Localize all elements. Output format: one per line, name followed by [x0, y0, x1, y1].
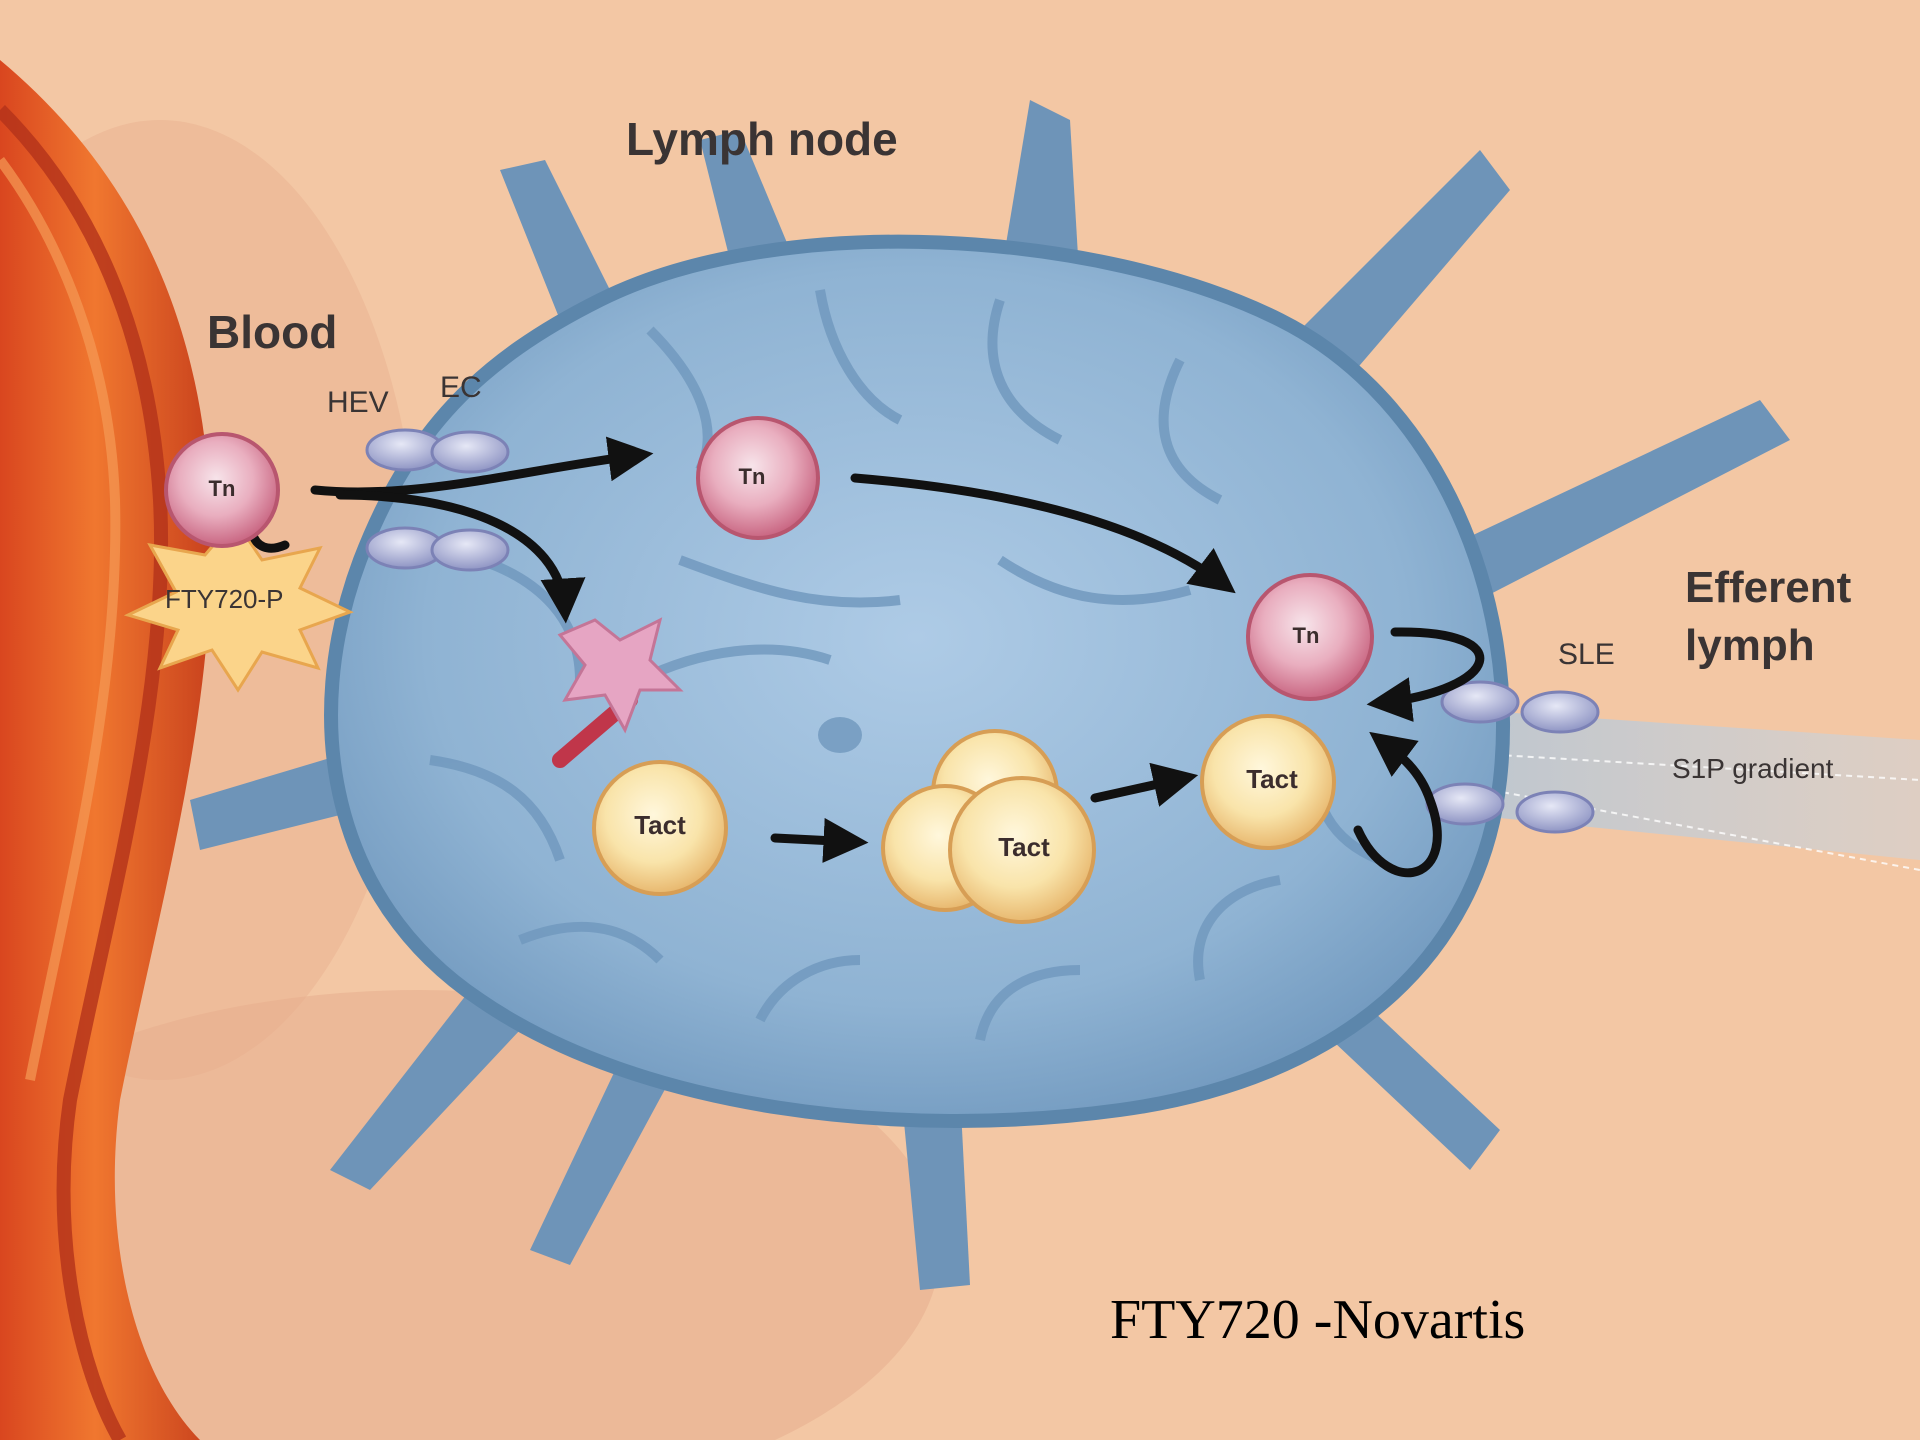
label-ec: EC: [440, 371, 482, 404]
label-efferent-line1: Efferent: [1685, 563, 1852, 612]
tact-left-label: Tact: [634, 810, 686, 840]
label-hev: HEV: [327, 386, 389, 419]
label-blood: Blood: [207, 306, 337, 358]
tn-exit-label: Tn: [1293, 623, 1320, 648]
label-fty720p: FTY720-P: [165, 584, 284, 614]
tact-left-cell: Tact: [594, 762, 726, 894]
label-lymph-node: Lymph node: [626, 113, 898, 165]
label-s1p-gradient: S1P gradient: [1672, 753, 1834, 784]
tact-exit-label: Tact: [1246, 764, 1298, 794]
caption-fty720-novartis: FTY720 -Novartis: [1110, 1289, 1525, 1351]
tact-cluster-label: Tact: [998, 832, 1050, 862]
tact-exit-cell: Tact: [1202, 716, 1334, 848]
tn-exit-cell: Tn: [1248, 575, 1372, 699]
tn-blood-cell: Tn: [166, 434, 278, 546]
tn-node-label: Tn: [739, 464, 766, 489]
label-efferent-line2: lymph: [1685, 621, 1815, 670]
label-sle: SLE: [1558, 638, 1615, 671]
tn-node-cell: Tn: [698, 418, 818, 538]
tn-blood-label: Tn: [209, 476, 236, 501]
